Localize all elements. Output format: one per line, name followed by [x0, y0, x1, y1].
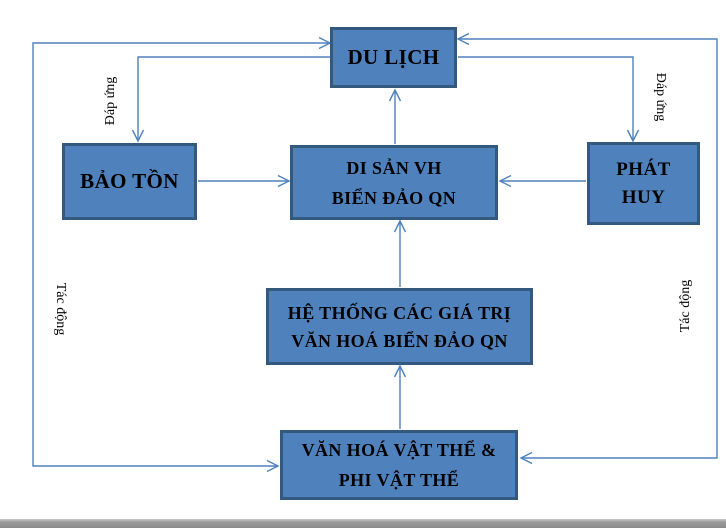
node-van-hoa: VĂN HOÁ VẬT THỂ & PHI VẬT THỂ	[280, 430, 518, 500]
node-he-thong: HỆ THỐNG CÁC GIÁ TRỊ VĂN HOÁ BIỂN ĐẢO QN	[266, 288, 533, 365]
arrow-phat-huy-to-di-san	[498, 174, 586, 188]
arrow-he-thong-to-di-san	[393, 219, 407, 287]
node-du-lich: DU LỊCH	[330, 27, 457, 88]
node-di-san: DI SẢN VH BIỂN ĐẢO QN	[290, 145, 498, 220]
edge-label-tac-dong-left: Tác động	[53, 282, 68, 336]
node-van-hoa-label-line2: PHI VẬT THỂ	[338, 470, 460, 490]
edge-label-dap-ung-left: Đáp ứng	[103, 76, 118, 126]
arrow-dap-ung-left	[131, 56, 330, 143]
node-van-hoa-label-line1: VĂN HOÁ VẬT THỂ &	[301, 440, 497, 460]
node-bao-ton: BẢO TỒN	[62, 143, 197, 220]
arrow-tac-dong-right	[456, 32, 718, 465]
arrow-dap-ung-right	[458, 56, 640, 143]
arrow-bao-ton-to-di-san	[198, 174, 291, 188]
window-bottom-edge	[0, 519, 726, 528]
node-bao-ton-label: BẢO TỒN	[80, 169, 179, 193]
edge-label-dap-ung-right: Đáp ứng	[653, 72, 668, 122]
node-he-thong-label-line1: HỆ THỐNG CÁC GIÁ TRỊ	[287, 302, 512, 323]
node-phat-huy-label-line2: HUY	[621, 186, 666, 208]
edge-label-tac-dong-right: Tác động	[678, 279, 693, 333]
arrow-van-hoa-to-he-thong	[393, 364, 407, 429]
node-di-san-label-line1: DI SẢN VH	[346, 157, 442, 178]
node-di-san-label-line2: BIỂN ĐẢO QN	[331, 187, 457, 208]
node-phat-huy: PHÁT HUY	[587, 142, 700, 225]
node-phat-huy-label-line1: PHÁT	[616, 158, 671, 180]
node-du-lich-label: DU LỊCH	[347, 45, 440, 69]
arrow-di-san-to-du-lich	[388, 88, 402, 144]
arrow-tac-dong-left	[32, 36, 332, 473]
node-he-thong-label-line2: VĂN HOÁ BIỂN ĐẢO QN	[291, 330, 508, 351]
